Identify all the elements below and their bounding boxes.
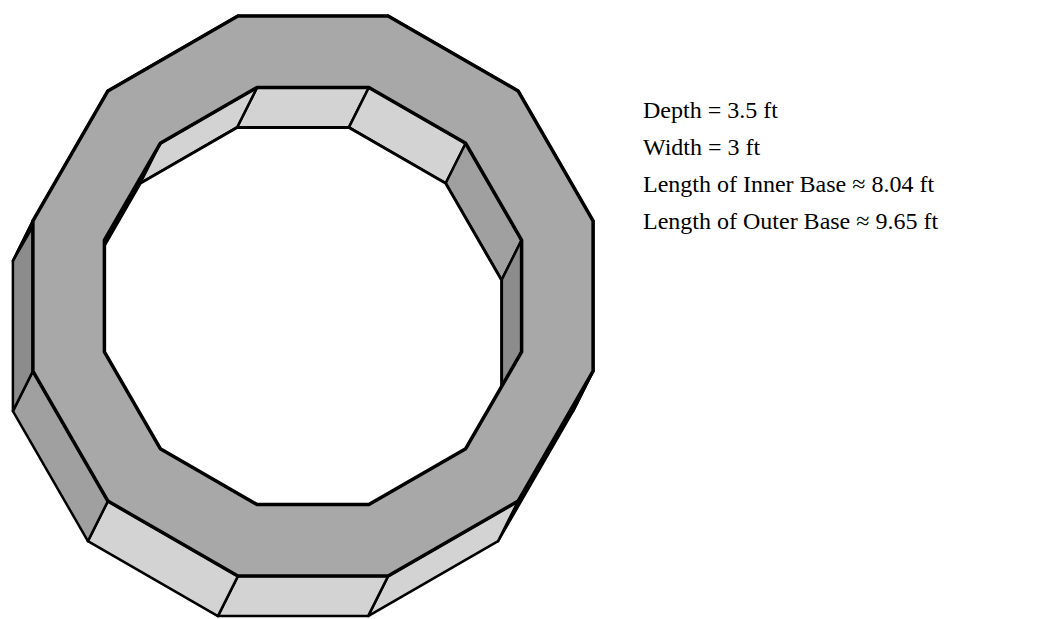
outer-wall — [218, 576, 388, 616]
ring-top — [33, 16, 593, 576]
inner-edge — [104, 87, 521, 504]
dimension-label: Width = 3 ft — [643, 129, 938, 166]
outer-wall — [13, 221, 33, 411]
inner-walls — [84, 87, 521, 544]
dimension-label: Length of Outer Base ≈ 9.65 ft — [643, 203, 938, 240]
outer-walls — [13, 16, 593, 616]
outer-edge — [33, 16, 593, 576]
hole-opening — [84, 127, 501, 544]
dimension-labels: Depth = 3.5 ftWidth = 3 ftLength of Inne… — [643, 92, 938, 240]
dimension-label: Length of Inner Base ≈ 8.04 ft — [643, 166, 938, 203]
top-face — [33, 16, 593, 576]
inner-wall — [84, 240, 104, 392]
inner-wall — [237, 505, 369, 545]
dimension-label: Depth = 3.5 ft — [643, 92, 938, 129]
outlines — [33, 16, 593, 576]
inner-wall — [237, 87, 369, 127]
